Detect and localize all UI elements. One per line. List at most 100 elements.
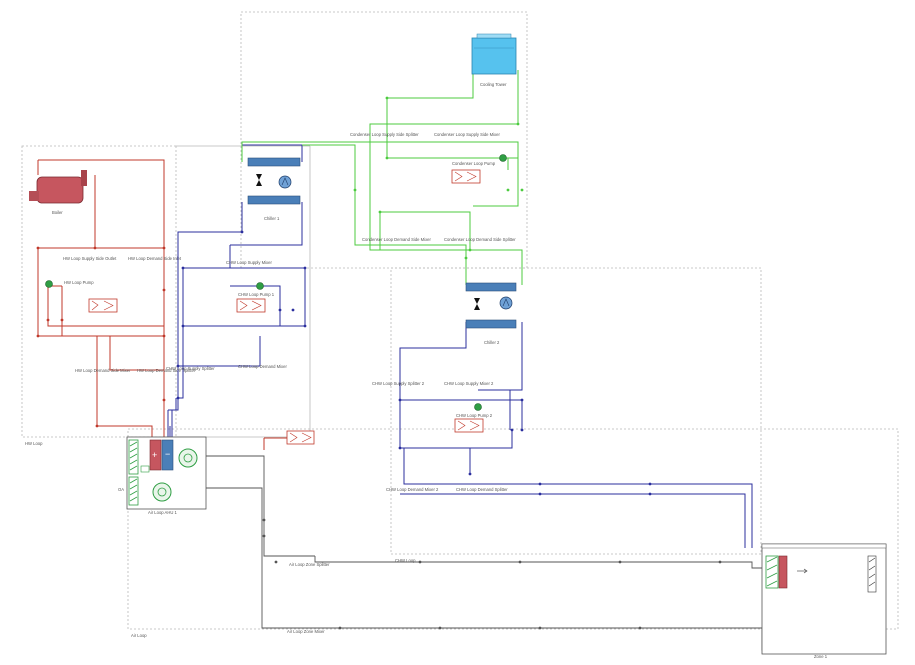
boiler[interactable]: Boiler <box>29 170 87 215</box>
chw-supply-mixer-label: CHW Loop Supply Mixer <box>226 260 272 265</box>
chilled-water-loop-zone-1 <box>175 145 311 438</box>
pipe-node <box>520 428 524 432</box>
pipe-node <box>278 308 282 312</box>
pipe-node <box>240 230 244 234</box>
air-zone-splitter-label: Air Loop Zone Splitter <box>289 562 330 567</box>
chiller-1-label: Chiller 1 <box>264 216 280 221</box>
pipe-node <box>520 398 524 402</box>
pipe-node <box>338 626 342 630</box>
pipe-node <box>95 424 99 428</box>
pipe-node <box>520 188 524 192</box>
pipe-node <box>162 288 166 292</box>
hw-reheat-setpoint-manager[interactable] <box>286 430 315 445</box>
hw-supply-outlet-label: HW Loop Supply Side Outlet <box>63 256 117 261</box>
condenser-water-pipes <box>241 70 523 285</box>
air-zone-label: Air Loop <box>131 633 147 638</box>
pipe-node <box>36 334 40 338</box>
chiller-2[interactable]: Chiller 2 <box>465 282 517 345</box>
pipe-node <box>262 518 266 522</box>
hw-pump-label: HW Loop Pump <box>64 280 94 285</box>
pipe-node <box>262 534 266 538</box>
cond-demand-mixer-label: Condenser Loop Demand Side Mixer <box>362 237 432 242</box>
cw-zone-label: CHW Loop <box>395 558 416 563</box>
node-markers <box>36 96 722 630</box>
chw-pump-2[interactable]: CHW Loop Pump 2 <box>456 403 493 419</box>
chw-supply-splitter-2-label: CHW Loop Supply Splitter 2 <box>372 381 425 386</box>
chw-demand-splitter-2-label: CHW Loop Demand Splitter <box>456 487 508 492</box>
pipe-node <box>418 560 422 564</box>
boiler-label: Boiler <box>52 210 63 215</box>
hot-water-pipes <box>37 159 287 450</box>
pipe-node <box>181 266 185 270</box>
condenser-pump-label: Condenser Loop Pump <box>452 161 496 166</box>
pipe-node <box>464 256 468 260</box>
chw-pump-1[interactable]: CHW Loop Pump 1 <box>238 282 275 298</box>
chw-pump-2-label: CHW Loop Pump 2 <box>456 413 493 418</box>
pipe-node <box>510 428 514 432</box>
chw-demand-mixer-2-label: CHW Loop Demand Mixer 2 <box>386 487 439 492</box>
chilled-water-loop-zone-2 <box>390 267 762 555</box>
hw-zone-label: HW Loop <box>25 441 43 446</box>
chiller-1[interactable]: Chiller 1 <box>247 157 301 221</box>
pipe-node <box>176 396 180 400</box>
pipe-node <box>385 96 389 100</box>
pipe-node <box>468 472 472 476</box>
hw-demand-inlet-label: HW Loop Demand Side Inlet <box>128 256 182 261</box>
cond-supply-mixer-label: Condenser Loop Supply Side Mixer <box>434 132 500 137</box>
condenser-loop-zone <box>240 11 528 269</box>
pipe-node <box>303 324 307 328</box>
pipe-node <box>516 122 520 126</box>
pipe-node <box>506 188 510 192</box>
pipe-node <box>538 492 542 496</box>
pipe-node <box>438 626 442 630</box>
pipe-node <box>60 318 64 322</box>
zone-1[interactable]: Zone 1 <box>761 543 887 659</box>
pipe-node <box>291 308 295 312</box>
chw-setpoint-manager-2[interactable] <box>454 418 484 433</box>
air-loop-ahu[interactable]: + − Air Loop AHU 1 <box>126 436 207 515</box>
hw-setpoint-manager[interactable] <box>88 298 118 313</box>
svg-text:−: − <box>165 449 170 459</box>
chw-supply-splitter-label: CHW Loop Supply Splitter <box>166 366 215 371</box>
pipe-node <box>181 324 185 328</box>
chilled-water-pipes-1 <box>167 144 306 440</box>
pipe-node <box>176 364 180 368</box>
chw-setpoint-manager-1[interactable] <box>236 298 266 313</box>
pipe-node <box>648 482 652 486</box>
pipe-node <box>718 560 722 564</box>
ahu-label: Air Loop AHU 1 <box>148 510 178 515</box>
hw-demand-mixer-label: HW Loop Demand Side Mixer <box>75 368 131 373</box>
pipe-node <box>385 156 389 160</box>
outdoor-air-label: OA <box>118 487 124 492</box>
hw-pump[interactable]: HW Loop Pump <box>45 280 95 288</box>
pipe-node <box>162 334 166 338</box>
pipe-node <box>353 188 357 192</box>
condenser-pump[interactable]: Condenser Loop Pump <box>452 154 507 167</box>
pipe-node <box>518 560 522 564</box>
hot-water-loop-zone <box>21 145 311 438</box>
cooling-tower[interactable]: Cooling Tower <box>471 33 517 87</box>
svg-text:+: + <box>152 450 157 460</box>
chiller-2-label: Chiller 2 <box>484 340 500 345</box>
pipe-node <box>46 318 50 322</box>
air-loop-zone <box>127 428 899 630</box>
zone-1-label: Zone 1 <box>814 654 828 659</box>
chw-demand-mixer-label: CHW Loop Demand Mixer <box>238 364 287 369</box>
pipe-node <box>468 248 472 252</box>
pipe-node <box>398 446 402 450</box>
pipe-node <box>162 398 166 402</box>
condenser-setpoint-manager[interactable] <box>451 169 481 184</box>
pipe-node <box>618 560 622 564</box>
pipe-node <box>93 246 97 250</box>
pipe-node <box>378 210 382 214</box>
pipe-node <box>648 492 652 496</box>
pipe-node <box>274 560 278 564</box>
hw-demand-splitter-label: HW Loop Demand Side Splitter <box>137 368 196 373</box>
cond-demand-splitter-label: Condenser Loop Demand Side Splitter <box>444 237 516 242</box>
pipe-node <box>36 246 40 250</box>
chilled-water-pipes-2 <box>169 322 753 548</box>
pipe-node <box>398 398 402 402</box>
chw-pump-1-label: CHW Loop Pump 1 <box>238 292 275 297</box>
cond-supply-splitter-label: Condenser Loop Supply Side Splitter <box>350 132 419 137</box>
